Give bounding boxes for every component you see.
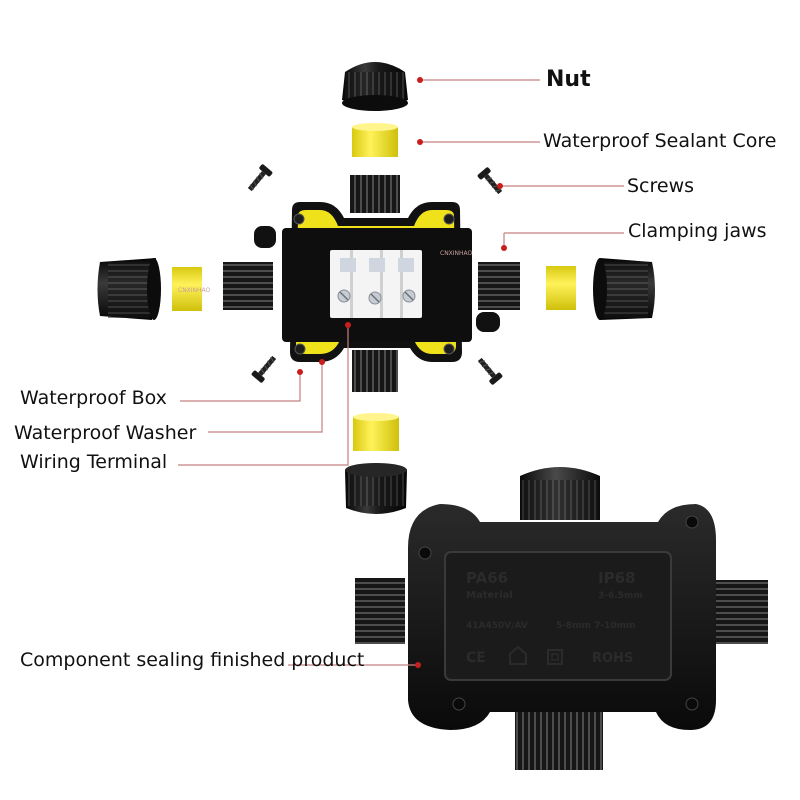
label-clamping-jaws: Clamping jaws	[628, 220, 767, 242]
house-icon	[509, 645, 527, 665]
label-finished-product: Component sealing finished product	[20, 649, 365, 671]
embossed-material-sub: Material	[466, 590, 513, 601]
screw-bottom-left	[251, 355, 277, 383]
label-wiring-terminal: Wiring Terminal	[20, 451, 168, 473]
screw-top-left	[247, 164, 273, 192]
left-nut	[97, 258, 161, 320]
brand-watermark-left: CNXINHAO	[178, 287, 211, 294]
callout-dots	[297, 77, 507, 668]
embossed-ce: CE	[466, 650, 486, 666]
embossed-rating: IP68	[598, 569, 635, 587]
wiring-terminal	[330, 250, 422, 318]
embossed-electrical: 41A450V/AV	[466, 621, 528, 631]
label-waterproof-washer: Waterproof Washer	[14, 422, 197, 444]
left-sealant-core	[172, 267, 202, 311]
bottom-nut	[345, 463, 407, 514]
screw-bottom-right	[477, 357, 503, 385]
embossed-rohs: ROHS	[592, 651, 633, 666]
finished-junction-box: PA66 Material IP68 3-6.5mm 41A450V/AV 5-…	[355, 467, 768, 770]
double-square-icon	[547, 649, 563, 665]
screw-top-right	[477, 167, 503, 195]
label-screws: Screws	[627, 175, 695, 197]
embossed-cable-range-2: 5-8mm 7-10mm	[556, 621, 635, 631]
leader-lines	[178, 79, 624, 666]
label-waterproof-box: Waterproof Box	[20, 387, 167, 409]
right-nut	[593, 258, 655, 320]
embossed-material: PA66	[466, 569, 508, 587]
top-nut	[342, 62, 408, 111]
embossed-cable-range: 3-6.5mm	[598, 591, 643, 601]
label-sealant-core: Waterproof Sealant Core	[543, 130, 777, 152]
label-nut: Nut	[546, 67, 591, 92]
brand-watermark-box: CNXINHAO	[440, 250, 473, 257]
bottom-sealant-core	[353, 413, 399, 451]
top-sealant-core	[352, 123, 398, 157]
right-sealant-core	[546, 266, 576, 310]
